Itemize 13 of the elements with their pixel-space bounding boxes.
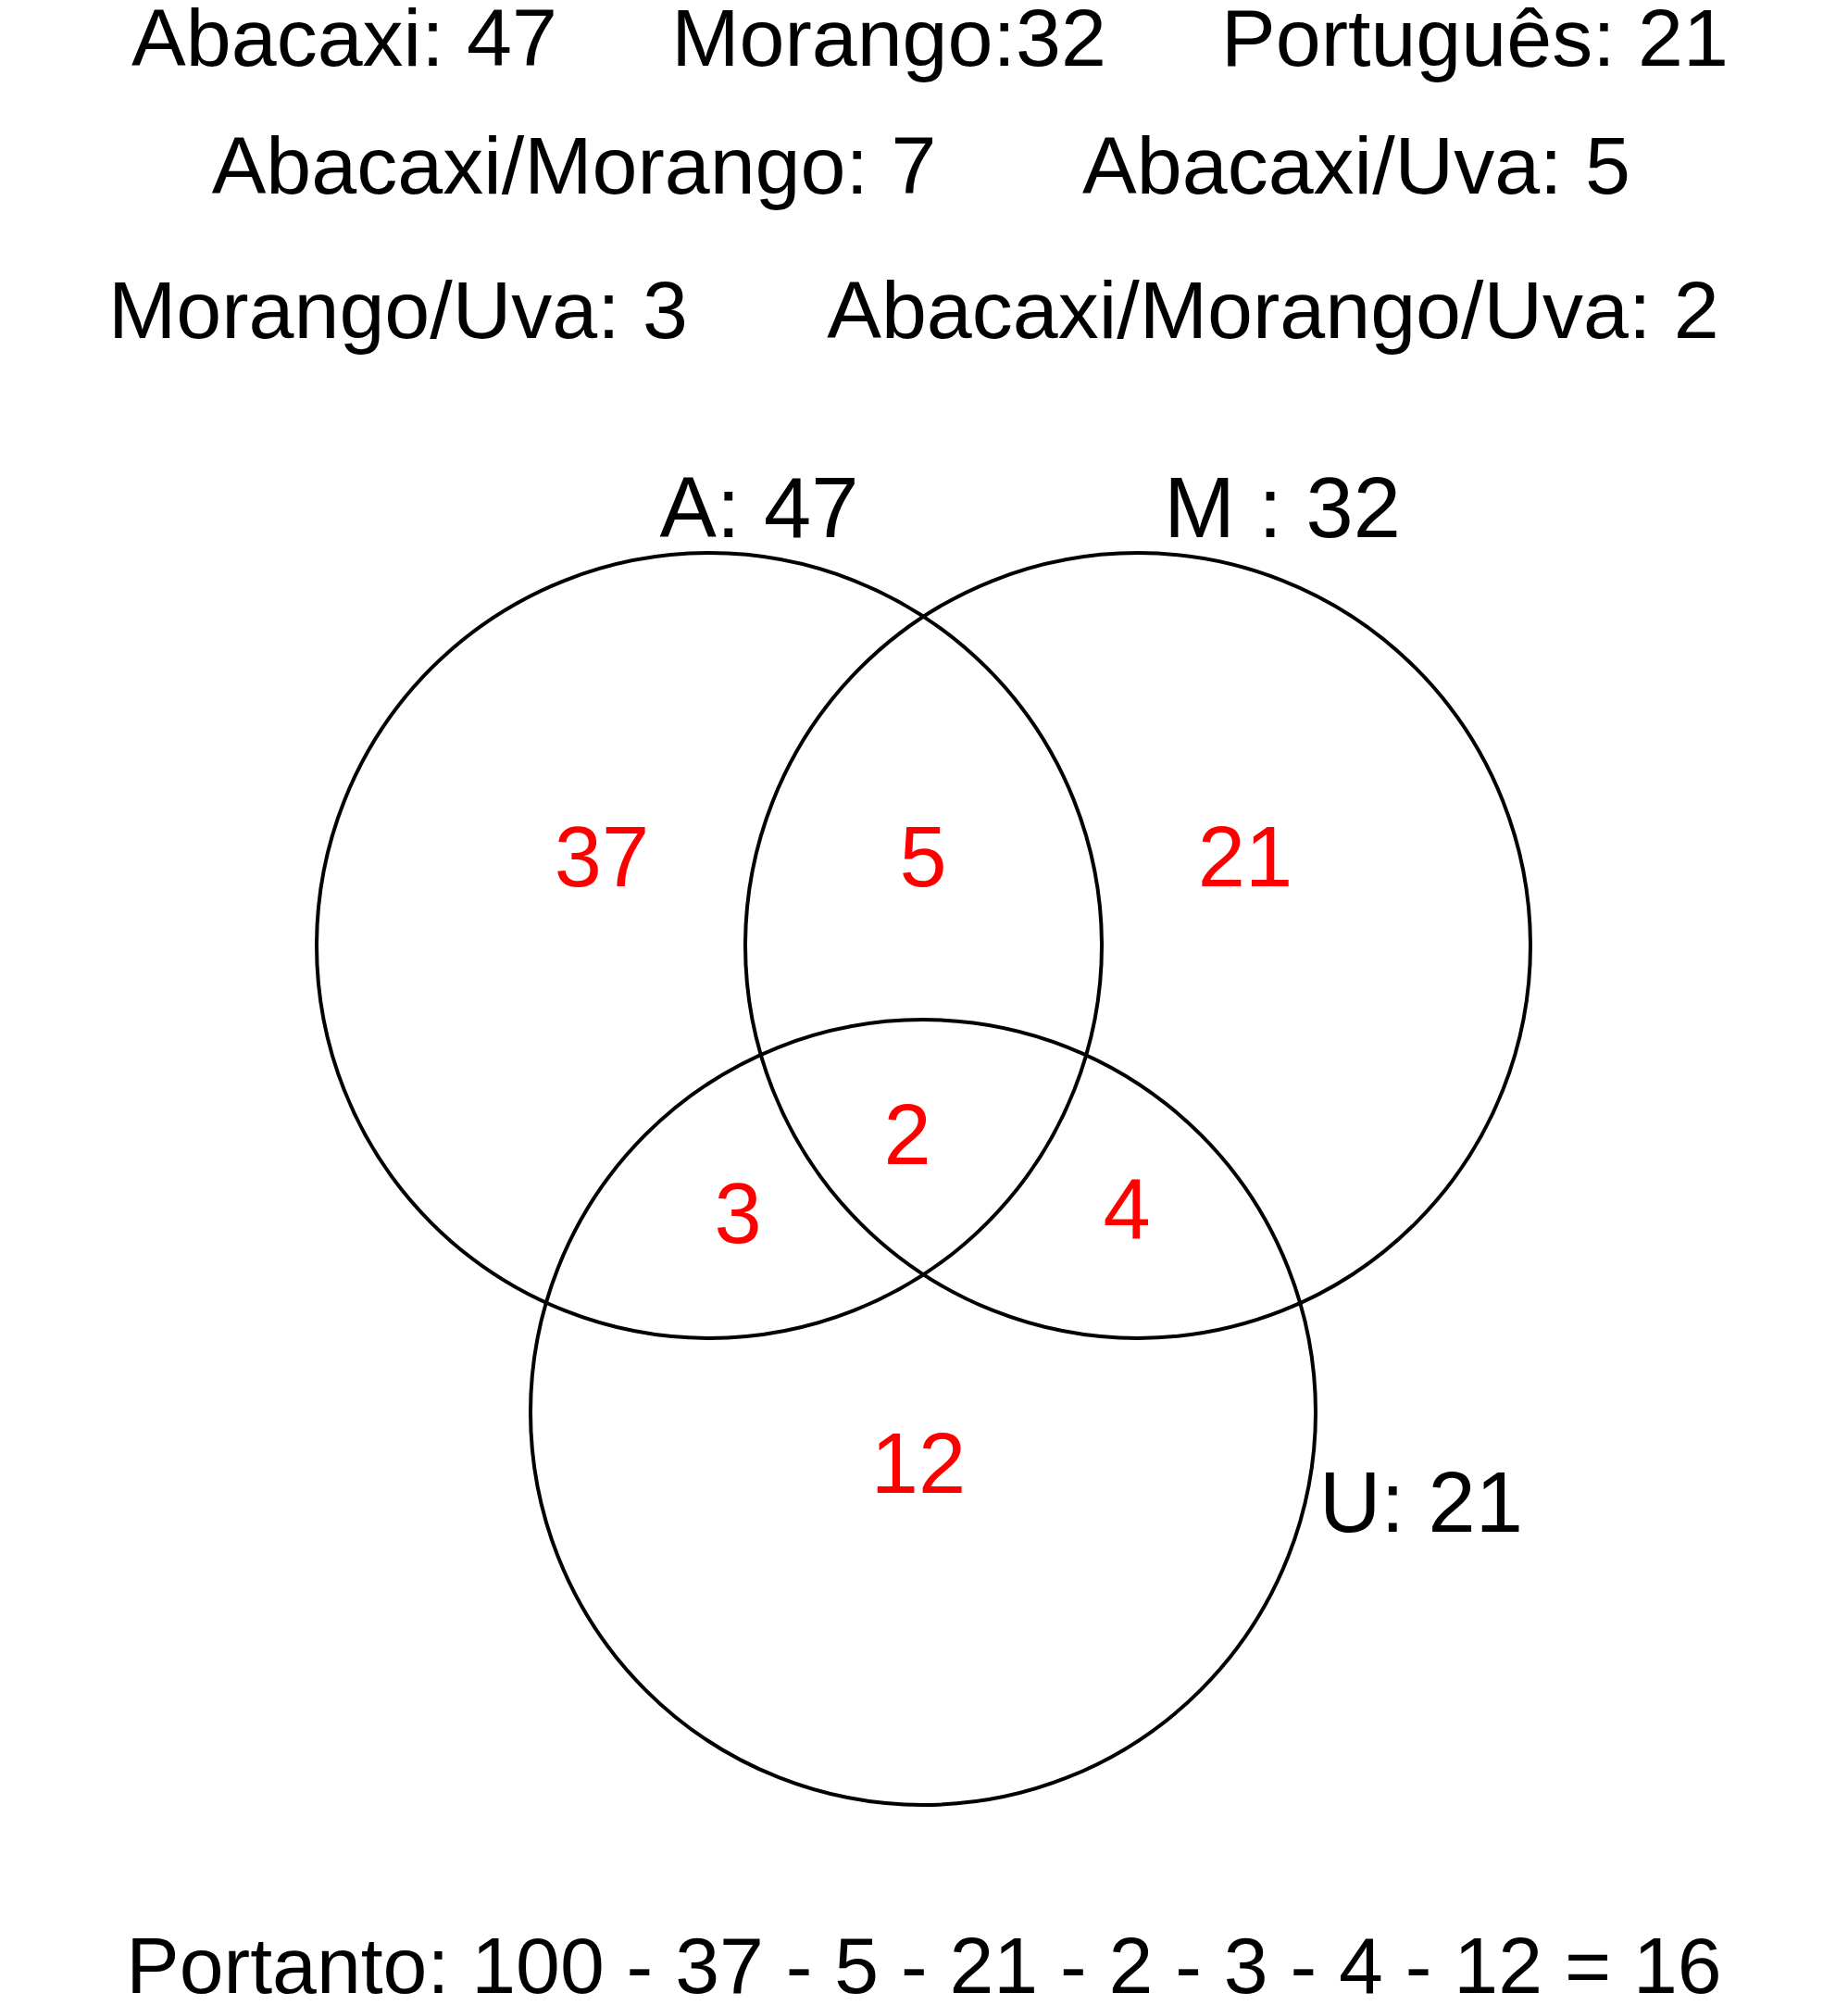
region-count: 3	[714, 1171, 762, 1256]
region-count: 2	[883, 1092, 931, 1177]
region-count: 5	[899, 814, 947, 899]
set-label: M : 32	[1164, 465, 1401, 550]
conclusion-text: Portanto: 100 - 37 - 5 - 21 - 2 - 3 - 4 - 12 = 16	[126, 1925, 1722, 2005]
region-count: 21	[1197, 814, 1293, 899]
count-text: Abacaxi/Uva: 5	[1082, 125, 1630, 207]
set-label: U: 21	[1319, 1460, 1523, 1545]
region-count: 12	[870, 1421, 967, 1506]
count-text: Abacaxi: 47	[131, 0, 557, 79]
region-count: 4	[1103, 1166, 1151, 1251]
region-count: 37	[554, 814, 650, 899]
set-label: A: 47	[659, 465, 859, 550]
